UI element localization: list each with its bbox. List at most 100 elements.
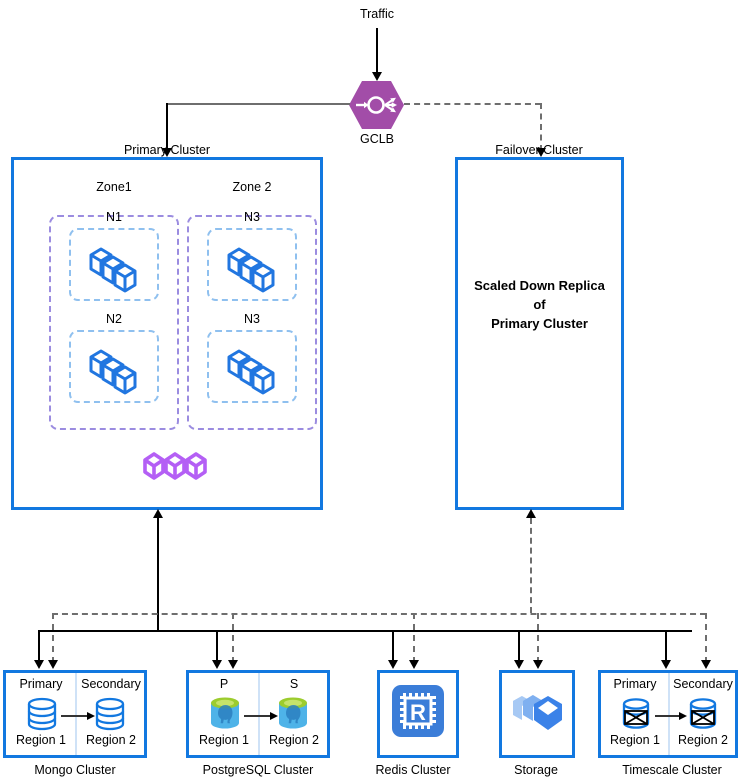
- timescale-replication-line: [655, 715, 681, 717]
- failover-body-line-1: Scaled Down Replica: [474, 278, 605, 293]
- pods-icon: [89, 349, 137, 395]
- postgresql-secondary-elephant-icon: [276, 695, 310, 731]
- gclb-to-primary-line: [166, 103, 350, 105]
- postgresql-region-2-label: Region 2: [268, 733, 320, 747]
- timescale-replication-arrowhead: [679, 712, 687, 720]
- postgresql-region-1-label: Region 1: [198, 733, 250, 747]
- bus-drop-postgres: [216, 630, 218, 663]
- gclb-to-primary-drop: [166, 103, 168, 151]
- pods-icon: [227, 349, 275, 395]
- zone-label-1: Zone1: [96, 180, 132, 194]
- primary-up-arrowhead: [153, 509, 163, 518]
- bus-drop-redis: [392, 630, 394, 663]
- failover-arrow-storage: [533, 660, 543, 669]
- zone-box-1[interactable]: [49, 215, 179, 430]
- bus-drop-timescale: [665, 630, 667, 663]
- mongo-cluster-box[interactable]: Primary Secondary Region 1 Region 2: [3, 670, 147, 758]
- primary-bus-line: [38, 630, 692, 632]
- gclb-node[interactable]: [348, 79, 405, 131]
- postgresql-divider: [258, 673, 260, 755]
- storage-boxes-icon: [510, 687, 566, 739]
- postgresql-elephant-icon: [208, 695, 242, 731]
- bus-arrow-postgres: [212, 660, 222, 669]
- postgresql-replication-arrowhead: [270, 712, 278, 720]
- failover-bus-line: [52, 613, 706, 615]
- bus-arrow-storage: [514, 660, 524, 669]
- failover-cluster-box[interactable]: Scaled Down Replica of Primary Cluster: [455, 157, 624, 510]
- failover-drop-redis: [413, 613, 415, 663]
- failover-body-line-2: of: [533, 297, 546, 312]
- traffic-line: [376, 28, 378, 75]
- timescale-divider: [668, 673, 670, 755]
- gclb-to-failover-arrowhead: [536, 148, 546, 157]
- failover-drop-postgres: [232, 613, 234, 663]
- failover-body-line-3: Primary Cluster: [491, 316, 588, 331]
- zone-label-2: Zone 2: [232, 180, 272, 194]
- svg-text:R: R: [410, 700, 426, 725]
- failover-drop-mongo: [52, 613, 54, 663]
- load-balancer-icon: [349, 81, 404, 129]
- primary-cluster-label: Primary Cluster: [123, 143, 211, 157]
- postgresql-secondary-label: S: [289, 677, 299, 691]
- redis-cluster-title: Redis Cluster: [375, 763, 451, 777]
- mongo-database-icon: [25, 697, 59, 731]
- failover-arrow-redis: [409, 660, 419, 669]
- node-label-n2: N2: [106, 312, 122, 326]
- traffic-arrowhead: [372, 72, 382, 81]
- bus-arrow-redis: [388, 660, 398, 669]
- failover-arrow-mongo: [48, 660, 58, 669]
- postgresql-primary-label: P: [219, 677, 229, 691]
- node-box-n3-a[interactable]: [207, 228, 297, 301]
- mongo-primary-label: Primary: [19, 677, 63, 691]
- storage-title: Storage: [514, 763, 558, 777]
- gclb-to-primary-arrowhead: [162, 148, 172, 157]
- zone-box-2[interactable]: [187, 215, 317, 430]
- storage-box[interactable]: [499, 670, 575, 758]
- bus-drop-storage: [518, 630, 520, 663]
- timescale-primary-label: Primary: [613, 677, 657, 691]
- postgresql-cluster-box[interactable]: P S Region 1 Region 2: [186, 670, 330, 758]
- postgresql-cluster-title: PostgreSQL Cluster: [202, 763, 314, 777]
- purple-pods-icon: [141, 450, 213, 482]
- bus-arrow-timescale: [661, 660, 671, 669]
- redis-chip-icon: R: [391, 684, 445, 738]
- mongo-replication-arrowhead: [87, 712, 95, 720]
- mongo-divider: [75, 673, 77, 755]
- timescale-region-2-label: Region 2: [677, 733, 729, 747]
- timescale-region-1-label: Region 1: [609, 733, 661, 747]
- primary-cluster-box[interactable]: Zone1 N1 N2 Zone: [11, 157, 323, 510]
- node-label-n3-b: N3: [244, 312, 260, 326]
- node-label-n1: N1: [106, 210, 122, 224]
- pods-icon: [89, 247, 137, 293]
- failover-drop-timescale: [705, 613, 707, 663]
- failover-cluster-label: Failover Cluster: [495, 143, 583, 157]
- node-box-n2[interactable]: [69, 330, 159, 403]
- mongo-region-2-label: Region 2: [85, 733, 137, 747]
- mongo-region-1-label: Region 1: [15, 733, 67, 747]
- failover-up-arrowhead: [526, 509, 536, 518]
- gclb-to-failover-drop: [540, 103, 542, 151]
- bus-arrow-mongo: [34, 660, 44, 669]
- timescale-database-icon: [620, 697, 652, 731]
- timescale-cluster-title: Timescale Cluster: [622, 763, 722, 777]
- failover-arrow-timescale: [701, 660, 711, 669]
- mongo-replication-line: [61, 715, 89, 717]
- mongo-secondary-database-icon: [93, 697, 127, 731]
- node-box-n3-b[interactable]: [207, 330, 297, 403]
- postgresql-replication-line: [244, 715, 272, 717]
- timescale-secondary-label: Secondary: [673, 677, 733, 691]
- gclb-label: GCLB: [359, 132, 395, 146]
- failover-arrow-postgres: [228, 660, 238, 669]
- node-box-n1[interactable]: [69, 228, 159, 301]
- failover-drop-storage: [537, 613, 539, 663]
- redis-cluster-box[interactable]: R: [377, 670, 459, 758]
- node-label-n3-a: N3: [244, 210, 260, 224]
- mongo-secondary-label: Secondary: [81, 677, 141, 691]
- timescale-cluster-box[interactable]: Primary Secondary: [598, 670, 738, 758]
- mongo-cluster-title: Mongo Cluster: [34, 763, 116, 777]
- timescale-secondary-database-icon: [687, 697, 719, 731]
- gclb-to-failover-line: [404, 103, 541, 105]
- pods-icon: [227, 247, 275, 293]
- failover-to-bus-line: [530, 518, 532, 613]
